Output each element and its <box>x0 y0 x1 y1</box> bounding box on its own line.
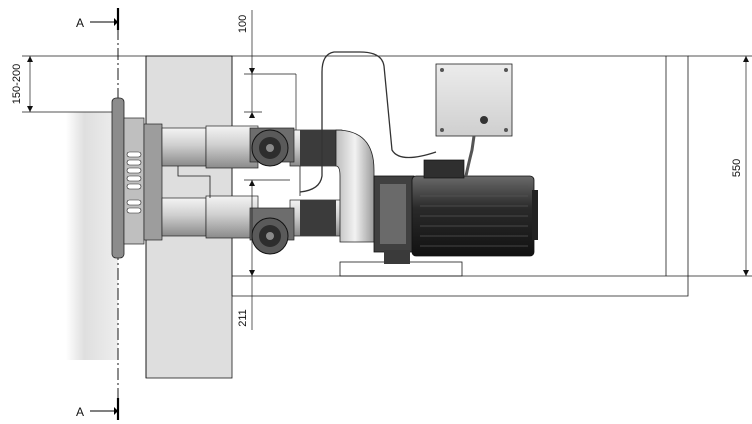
electric-motor <box>411 159 538 257</box>
mounting-frame-outline <box>146 55 689 297</box>
dimension-height <box>666 55 752 277</box>
section-label-top: A <box>76 16 84 30</box>
dimension-top-offset <box>244 10 297 130</box>
bypass-line <box>177 166 301 198</box>
junction-box <box>435 63 513 137</box>
section-label-bottom: A <box>76 405 84 419</box>
dimension-label-height: 550 <box>731 159 743 177</box>
upper-pipe <box>161 125 343 169</box>
dimension-bottom-offset <box>244 179 290 330</box>
pipe-elbow <box>335 129 375 243</box>
dimension-label-bottom-offset: 211 <box>237 309 249 327</box>
dimension-wall-range <box>22 55 146 113</box>
upper-valve <box>249 127 295 167</box>
pump-housing <box>373 175 415 264</box>
power-cable <box>299 51 476 193</box>
dimension-label-top-offset: 100 <box>237 15 249 33</box>
lower-valve <box>249 207 295 255</box>
wall-flange <box>111 97 163 259</box>
dimension-label-wall-range: 150-200 <box>11 64 23 104</box>
